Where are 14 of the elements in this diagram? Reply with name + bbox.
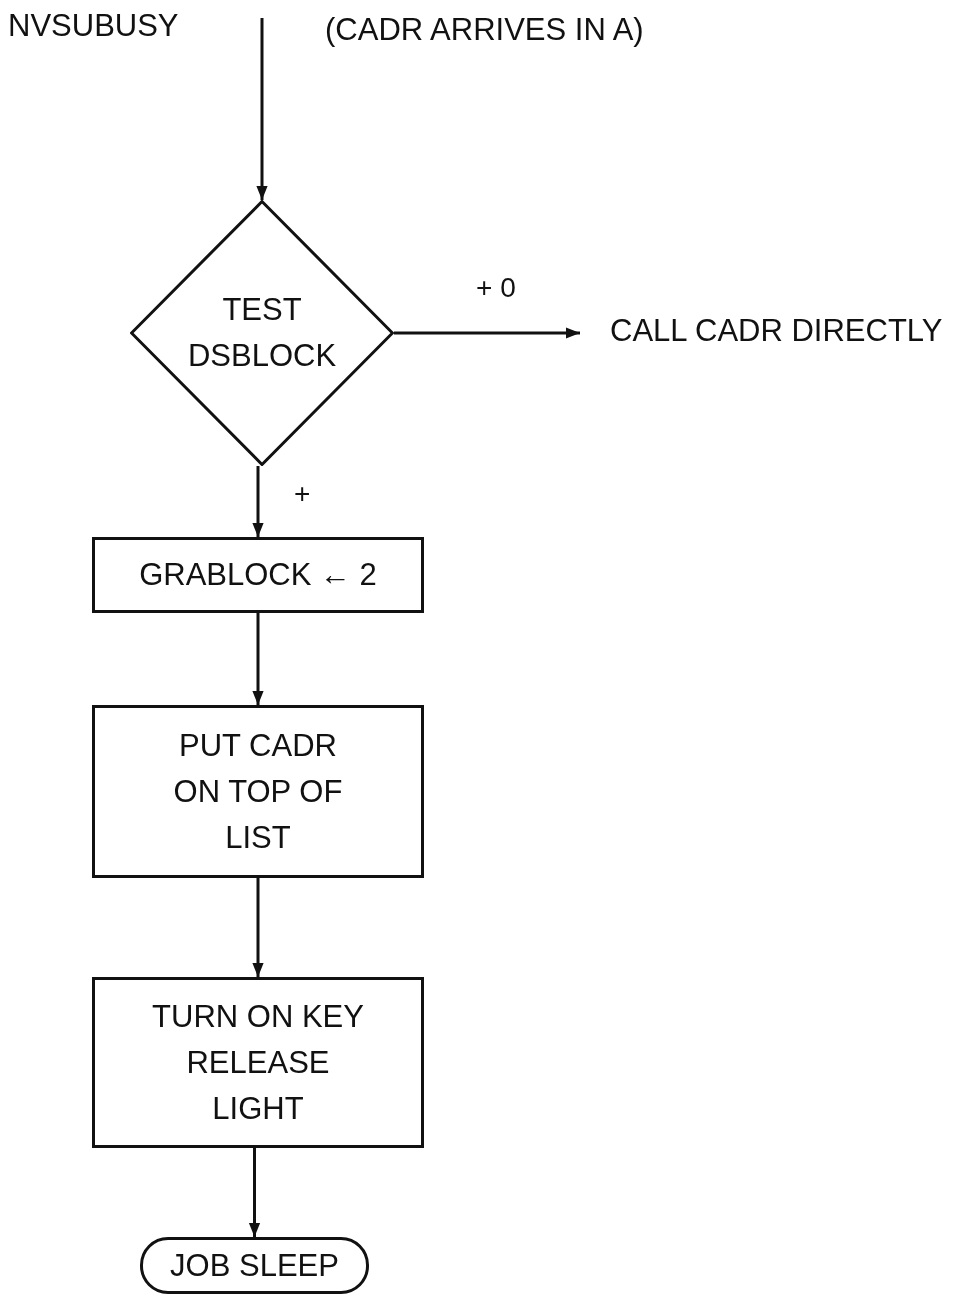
terminator: JOB SLEEP [140, 1237, 369, 1294]
entry-label: NVSUBUSY [8, 8, 179, 44]
arrow [252, 878, 264, 977]
process-box: GRABLOCK ← 2 [92, 537, 424, 613]
arrow [256, 18, 268, 200]
process-box: TURN ON KEY RELEASE LIGHT [92, 977, 424, 1148]
arrow [252, 466, 264, 537]
decision-diamond: TEST DSBLOCK [130, 200, 394, 466]
arrow [394, 327, 580, 339]
note-label: (CADR ARRIVES IN A) [325, 12, 644, 48]
text-label: CALL CADR DIRECTLY [610, 306, 970, 356]
arrow [252, 613, 264, 705]
process-box: PUT CADR ON TOP OF LIST [92, 705, 424, 878]
arrow [248, 1148, 261, 1237]
